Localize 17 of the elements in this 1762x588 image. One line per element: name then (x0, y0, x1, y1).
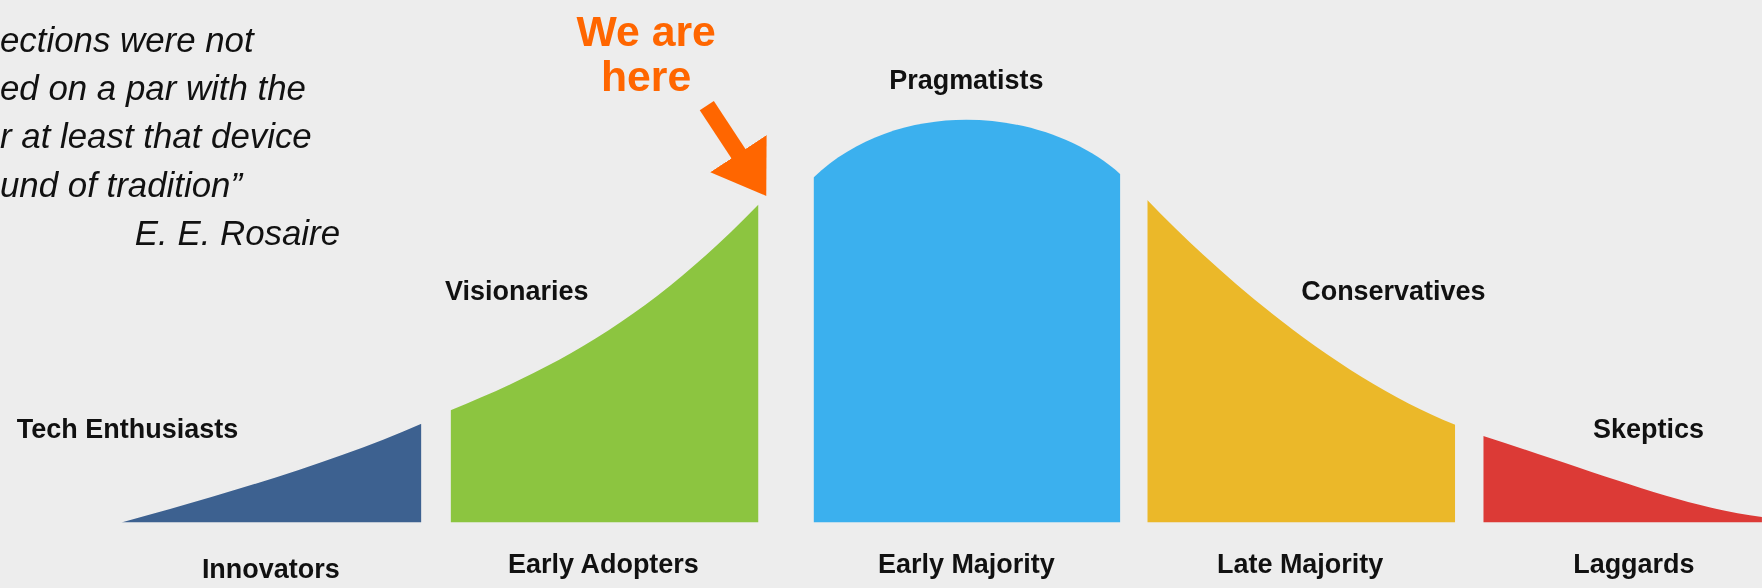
quote-line: ed on a par with the (0, 68, 306, 109)
quote-line: und of tradition” (0, 165, 243, 206)
callout-text: We are here (561, 9, 731, 99)
segment-category-label: Innovators (201, 552, 340, 585)
quote-attribution: E. E. Rosaire (134, 213, 341, 254)
arrow (699, 101, 767, 196)
segment-category-label: Early Majority (877, 548, 1055, 580)
segment-persona-label: Tech Enthusiasts (16, 413, 239, 445)
segment-category-label: Early Adopters (508, 548, 699, 580)
segment-category-label: Late Majority (1216, 548, 1384, 580)
segment-persona-label: Visionaries (445, 275, 589, 307)
segment-persona-label: Conservatives (1301, 275, 1486, 307)
segment-persona-label: Skeptics (1593, 413, 1704, 445)
segment-persona-label: Pragmatists (889, 64, 1044, 96)
segment-category-label: Laggards (1573, 548, 1695, 580)
quote-line: ections were not (0, 20, 254, 61)
quote-line: r at least that device (0, 116, 312, 158)
